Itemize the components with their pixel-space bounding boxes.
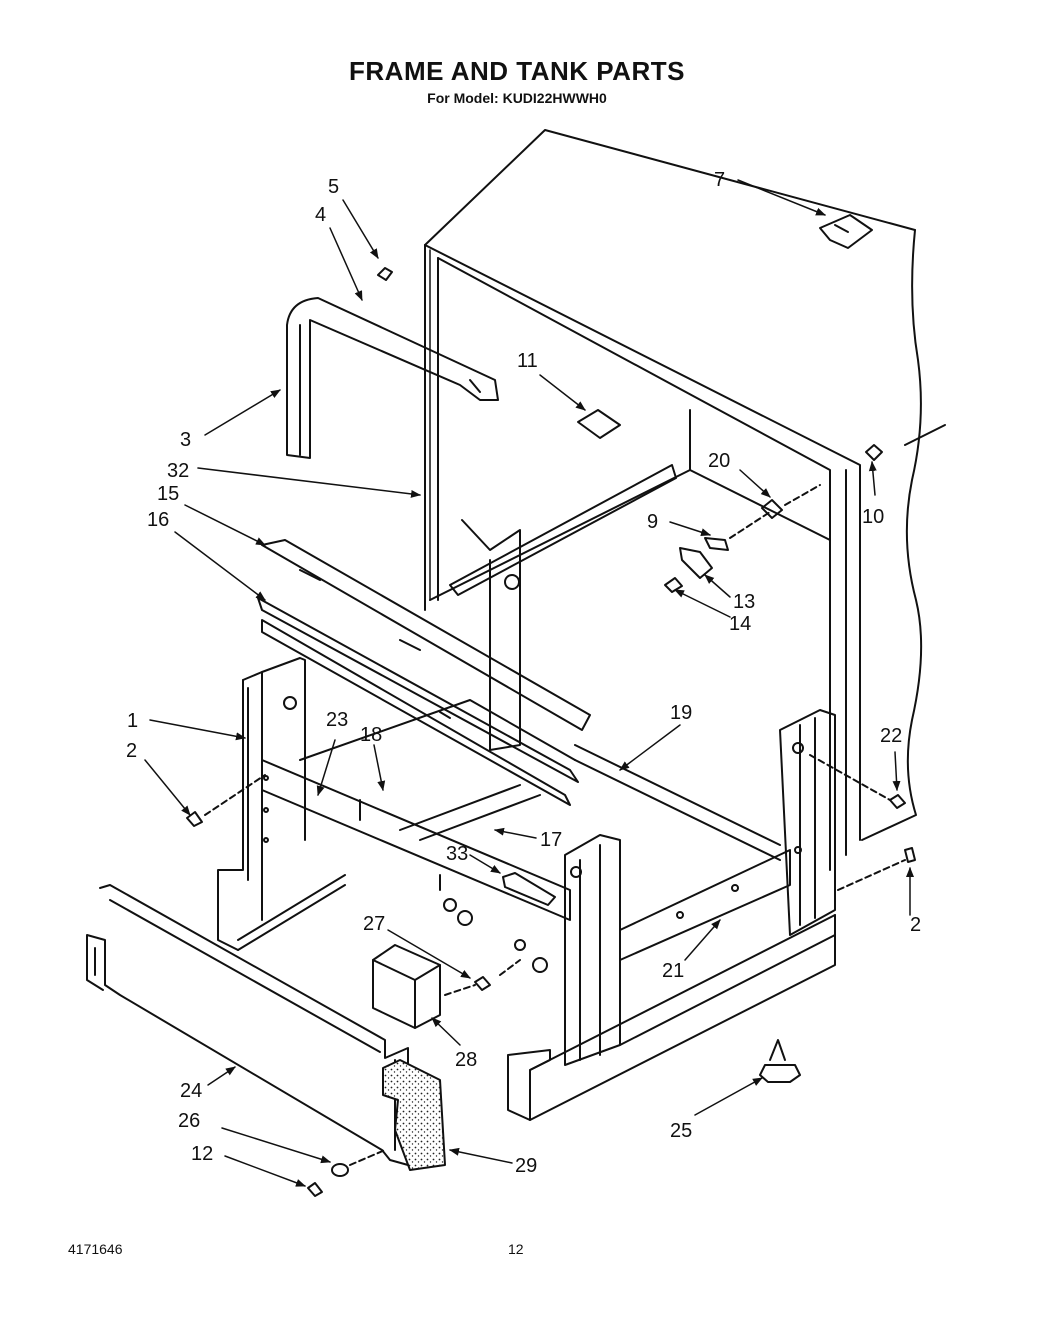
callout-24: 24 — [180, 1080, 202, 1102]
right-rear-upright — [779, 709, 836, 936]
callout-18: 18 — [360, 724, 382, 746]
callout-9: 9 — [647, 511, 658, 533]
callout-32: 32 — [167, 460, 189, 482]
screw-10 — [865, 444, 883, 461]
callout-11: 11 — [517, 350, 538, 372]
callout-33: 33 — [446, 843, 468, 865]
frame-screws — [186, 754, 916, 891]
callout-26: 26 — [178, 1110, 200, 1132]
screw-5 — [377, 267, 393, 281]
right-front-upright — [564, 834, 621, 1066]
callout-12: 12 — [191, 1143, 213, 1165]
callout-22: 22 — [880, 725, 902, 747]
upper-rail-assembly — [257, 519, 591, 806]
callout-16: 16 — [147, 509, 169, 531]
callout-leaders — [144, 179, 914, 1187]
callout-5: 5 — [328, 176, 339, 198]
callout-10: 10 — [862, 506, 884, 528]
page-number: 12 — [508, 1241, 524, 1257]
callout-4: 4 — [315, 204, 326, 226]
callout-1: 1 — [127, 710, 138, 732]
page-title: FRAME AND TANK PARTS — [349, 56, 685, 86]
callout-13: 13 — [733, 591, 755, 613]
callout-29: 29 — [515, 1155, 537, 1177]
u-bracket — [286, 297, 499, 459]
callout-15: 15 — [157, 483, 179, 505]
model-subtitle: For Model: KUDI22HWWH0 — [427, 90, 607, 106]
bracket-hardware — [664, 484, 821, 593]
middle-crossmember — [574, 744, 781, 861]
callout-17: 17 — [540, 829, 562, 851]
callout-28: 28 — [455, 1049, 477, 1071]
washer-screw — [307, 1149, 386, 1197]
side-rail — [619, 849, 791, 961]
document-number: 4171646 — [68, 1241, 123, 1257]
callout-27: 27 — [363, 913, 385, 935]
callout-21: 21 — [662, 960, 684, 982]
callout-25: 25 — [670, 1120, 692, 1142]
callout-7: 7 — [714, 169, 725, 191]
left-frame-upright — [217, 657, 346, 951]
support-pad — [502, 872, 556, 906]
callout-20: 20 — [708, 450, 730, 472]
spring-clip — [577, 409, 621, 439]
callout-2-right: 2 — [910, 914, 921, 936]
callout-23: 23 — [326, 709, 348, 731]
callout-3: 3 — [180, 429, 191, 451]
toe-panel — [86, 884, 409, 1166]
junction-box — [372, 944, 521, 1029]
toe-insulation — [382, 1059, 446, 1171]
inner-rail — [449, 464, 677, 596]
base-crossmember — [261, 699, 576, 973]
base-tray — [507, 914, 836, 1121]
tank-cabinet — [424, 129, 946, 871]
hinge-clip — [819, 214, 873, 249]
callout-14: 14 — [729, 613, 751, 635]
leveling-leg — [759, 1039, 801, 1083]
callout-2-left: 2 — [126, 740, 137, 762]
callout-19: 19 — [670, 702, 692, 724]
callout-labels: 5 4 7 11 3 32 15 16 20 9 10 13 14 19 1 2… — [126, 169, 921, 1177]
